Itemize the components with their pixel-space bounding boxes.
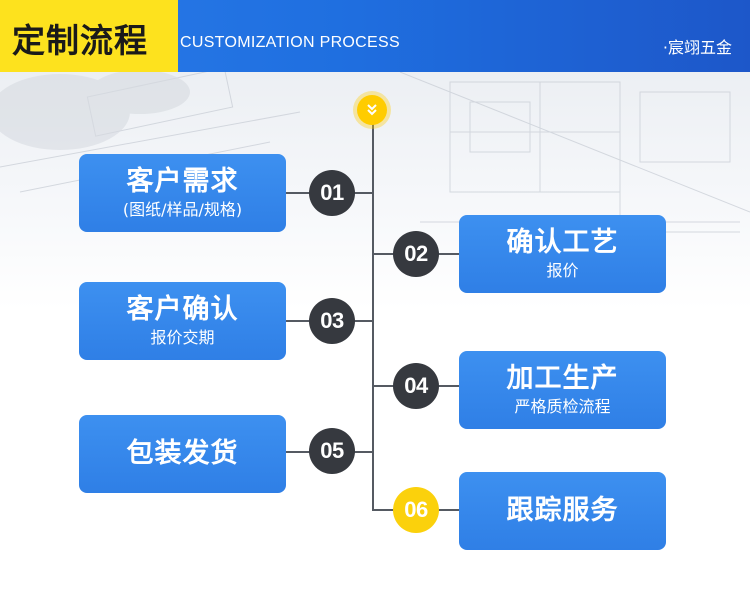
step-card-05: 包装发货 — [79, 415, 286, 493]
step-title: 包装发货 — [126, 438, 239, 469]
step-subtitle: 严格质检流程 — [514, 397, 611, 416]
step-number-02: 02 — [393, 231, 439, 277]
step-subtitle: (图纸/样品/规格) — [122, 200, 243, 219]
step-number-06: 06 — [393, 487, 439, 533]
step-title: 确认工艺 — [506, 227, 619, 258]
step-number-05: 05 — [309, 428, 355, 474]
step-title: 加工生产 — [506, 363, 619, 394]
step-card-01: 客户需求 (图纸/样品/规格) — [79, 154, 286, 232]
step-number-04: 04 — [393, 363, 439, 409]
step-card-04: 加工生产 严格质检流程 — [459, 351, 666, 429]
step-title: 跟踪服务 — [506, 495, 619, 526]
header-title-block: 定制流程 — [0, 0, 178, 72]
top-marker — [357, 95, 387, 125]
header-bar: 定制流程 CUSTOMIZATION PROCESS ·宸翊五金 — [0, 0, 750, 72]
step-title: 客户需求 — [126, 166, 239, 197]
step-number-03: 03 — [309, 298, 355, 344]
page-subtitle: CUSTOMIZATION PROCESS — [180, 34, 400, 51]
step-card-03: 客户确认 报价交期 — [79, 282, 286, 360]
chevron-double-down-icon — [367, 104, 377, 116]
step-title: 客户确认 — [126, 294, 239, 325]
step-card-06: 跟踪服务 — [459, 472, 666, 550]
step-subtitle: 报价 — [546, 261, 579, 280]
step-card-02: 确认工艺 报价 — [459, 215, 666, 293]
brand-name: ·宸翊五金 — [662, 38, 732, 57]
step-subtitle: 报价交期 — [150, 328, 215, 347]
timeline-spine — [372, 118, 374, 510]
page-title: 定制流程 — [12, 21, 148, 60]
step-number-01: 01 — [309, 170, 355, 216]
